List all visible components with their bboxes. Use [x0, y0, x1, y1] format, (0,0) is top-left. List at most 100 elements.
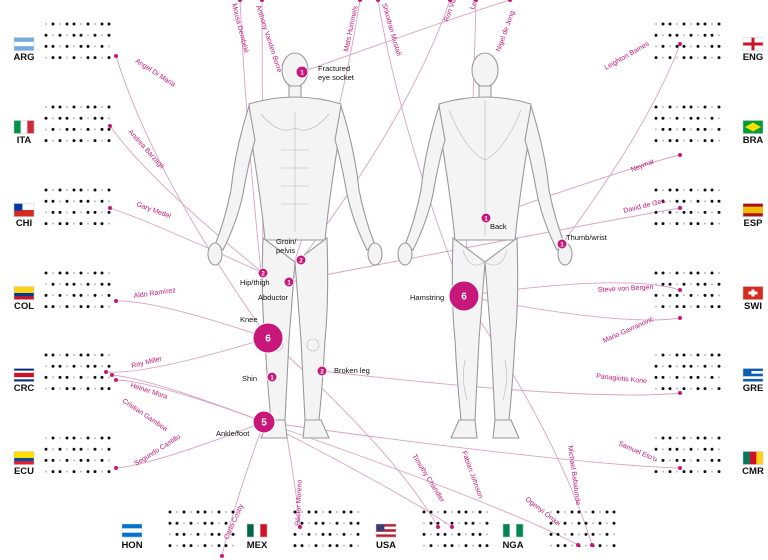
player-label: Gary Medel — [135, 201, 172, 220]
connector-line — [485, 154, 681, 219]
team-usa: USA — [375, 523, 397, 551]
back-body-figure — [397, 52, 573, 439]
injury-label: Fractured — [318, 64, 350, 73]
team-bra: BRA — [742, 120, 764, 146]
player-label: Cristian Gamboa — [121, 398, 169, 433]
connector-line — [301, 0, 511, 73]
injury-count: 2 — [320, 369, 324, 376]
injury-label: eye socket — [318, 73, 355, 82]
flag-swi-icon — [742, 286, 764, 300]
team-mex: MEX — [247, 523, 268, 551]
player-label: Neymar — [630, 158, 656, 174]
injury-label: Groin/ — [276, 237, 297, 246]
connector-line — [109, 125, 264, 274]
player-anchor-dot — [678, 206, 682, 210]
player-label: Roy Miller — [131, 355, 164, 369]
connector-line — [321, 370, 681, 396]
dot-grid — [654, 188, 721, 226]
dot-grid — [549, 510, 616, 548]
flag-ecu-icon — [13, 451, 35, 465]
flag-eng-icon — [742, 37, 764, 51]
injury-label: Shin — [242, 374, 257, 383]
connector-line — [109, 207, 264, 274]
connector-line — [115, 379, 265, 423]
player-anchor-dot — [108, 206, 112, 210]
team-code: CMR — [742, 466, 764, 477]
team-code: GRE — [743, 383, 764, 394]
player-anchor-dot — [376, 0, 380, 2]
player-label: Steve von Bergen — [598, 284, 654, 294]
connector-line — [263, 421, 453, 528]
player-anchor-dot — [678, 466, 682, 470]
injury-label: Broken leg — [334, 366, 370, 375]
player-label: Angel Di Maria — [134, 58, 176, 89]
player-label: Leroy Fer — [469, 0, 486, 11]
player-anchor-dot — [220, 554, 224, 558]
player-anchor-dot — [448, 0, 452, 2]
player-anchor-dot — [436, 525, 440, 529]
team-ita: ITA — [13, 120, 35, 146]
player-anchor-dot — [104, 370, 108, 374]
player-label: Timothy Chandler — [410, 453, 445, 504]
team-eng: ENG — [742, 37, 764, 63]
dot-grid — [44, 271, 111, 309]
dot-grid — [654, 353, 721, 391]
dot-grid — [422, 510, 489, 548]
injury-count: 5 — [261, 418, 267, 429]
team-code: ESP — [743, 218, 763, 229]
player-label: Mario Gavranović — [602, 316, 655, 345]
connector-lines — [105, 0, 681, 557]
flag-chi-icon — [13, 203, 35, 217]
flag-crc-icon — [13, 368, 35, 382]
flag-ita-icon — [13, 120, 35, 134]
player-anchor-dot — [508, 0, 512, 2]
player-label: Fabian Johnson — [460, 450, 484, 499]
dot-grid — [44, 22, 111, 60]
flag-col-icon — [13, 286, 35, 300]
player-anchor-dot — [114, 54, 118, 58]
team-code: ECU — [14, 466, 34, 477]
team-cmr: CMR — [742, 451, 764, 477]
team-hon: HON — [121, 523, 143, 551]
connector-line — [105, 337, 269, 373]
player-label: Anthony Vanden Borre — [254, 4, 282, 73]
connector-line — [377, 0, 465, 297]
team-code: BRA — [743, 135, 764, 146]
team-code: MEX — [247, 540, 268, 551]
injury-label: Abductor — [258, 293, 289, 302]
connector-line — [463, 295, 593, 546]
injury-label: Thumb/wrist — [566, 233, 608, 242]
player-anchor-dot — [260, 0, 264, 2]
player-anchor-dot — [678, 288, 682, 292]
player-anchor-dot — [678, 316, 682, 320]
team-code: NGA — [502, 540, 523, 551]
player-anchor-dot — [108, 124, 112, 128]
team-nga: NGA — [502, 523, 524, 551]
body-figures — [207, 52, 573, 439]
dot-grid — [44, 353, 111, 391]
injury-count: 6 — [461, 292, 467, 303]
player-anchor-dot — [114, 299, 118, 303]
player-label: Michael Babatunde — [566, 445, 581, 505]
injury-marker: 2 Broken leg — [316, 365, 370, 377]
team-code: CHI — [16, 218, 32, 229]
dot-grid — [654, 22, 721, 60]
injury-label: Hip/thigh — [240, 278, 270, 287]
connector-line — [263, 421, 579, 546]
connector-line — [221, 421, 265, 557]
player-label: Andrea Barzagli — [127, 129, 166, 171]
connector-line — [288, 207, 681, 283]
injury-count: 2 — [299, 258, 303, 265]
player-label: Leighton Baines — [604, 40, 651, 71]
flag-gre-icon — [742, 368, 764, 382]
flag-bra-icon — [742, 120, 764, 134]
